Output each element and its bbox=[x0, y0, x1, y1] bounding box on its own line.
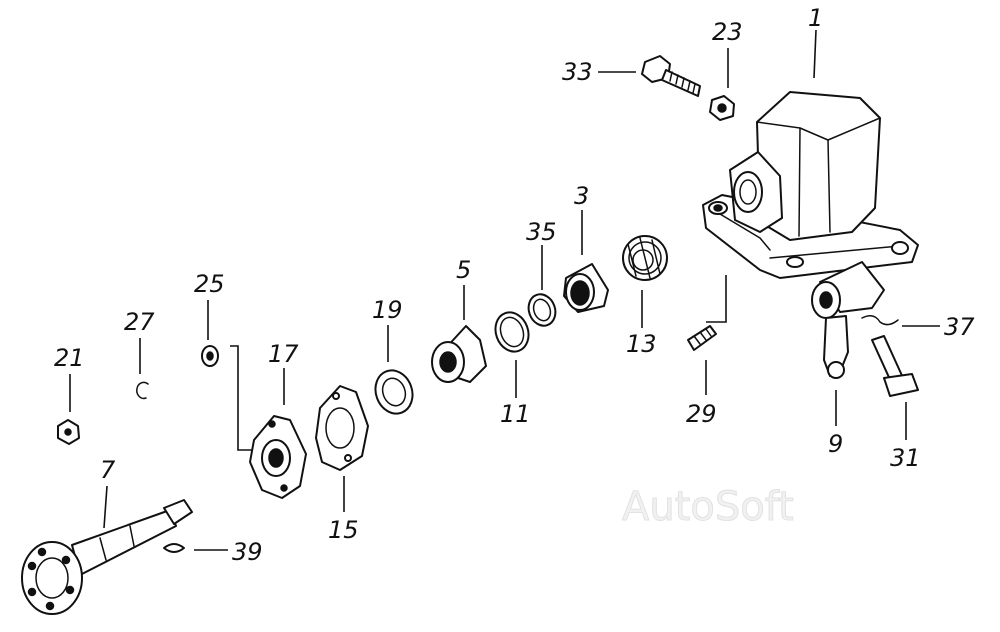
watermark: AutoSoft bbox=[622, 484, 794, 530]
callout-15: 15 bbox=[328, 516, 359, 544]
part-25-washer bbox=[201, 345, 219, 367]
callout-39: 39 bbox=[232, 538, 263, 566]
callout-37: 37 bbox=[944, 313, 975, 341]
part-23-nut bbox=[709, 95, 735, 121]
leader-lines bbox=[69, 29, 940, 551]
part-19-washer bbox=[374, 369, 414, 415]
callout-33: 33 bbox=[562, 58, 593, 86]
part-21-nut bbox=[57, 419, 80, 445]
part-17-cover bbox=[249, 415, 307, 499]
part-39-key bbox=[163, 543, 185, 553]
callout-17: 17 bbox=[268, 340, 299, 368]
part-5-sleeve bbox=[431, 325, 487, 383]
callout-3: 3 bbox=[574, 182, 589, 210]
callout-23: 23 bbox=[712, 18, 743, 46]
callout-1: 1 bbox=[808, 4, 823, 32]
callout-5: 5 bbox=[456, 256, 471, 284]
part-15-gasket bbox=[315, 385, 369, 471]
part-13-spring bbox=[622, 235, 668, 281]
callout-7: 7 bbox=[100, 456, 116, 484]
part-3-bushing bbox=[563, 263, 609, 313]
callout-9: 9 bbox=[828, 430, 843, 458]
callout-21: 21 bbox=[54, 344, 85, 372]
part-29-set-screw bbox=[687, 325, 717, 351]
part-27-lock-ring bbox=[136, 381, 149, 400]
callout-13: 13 bbox=[626, 330, 657, 358]
callout-29: 29 bbox=[686, 400, 717, 428]
callout-11: 11 bbox=[500, 400, 531, 428]
part-7-shaft bbox=[21, 499, 193, 615]
part-11-ring bbox=[494, 311, 530, 353]
part-31-bolt bbox=[871, 335, 919, 397]
callout-35: 35 bbox=[526, 218, 557, 246]
callout-19: 19 bbox=[372, 296, 403, 324]
callout-31: 31 bbox=[890, 444, 921, 472]
callout-numbers: 1 23 33 3 35 5 13 11 19 17 15 25 27 21 7… bbox=[54, 4, 975, 566]
part-1-housing bbox=[702, 91, 919, 279]
callout-27: 27 bbox=[124, 308, 155, 336]
part-9-lever bbox=[811, 261, 885, 379]
part-33-bolt bbox=[641, 55, 701, 97]
part-37-clip bbox=[861, 315, 899, 326]
part-35-ring bbox=[527, 293, 557, 327]
callout-25: 25 bbox=[194, 270, 225, 298]
